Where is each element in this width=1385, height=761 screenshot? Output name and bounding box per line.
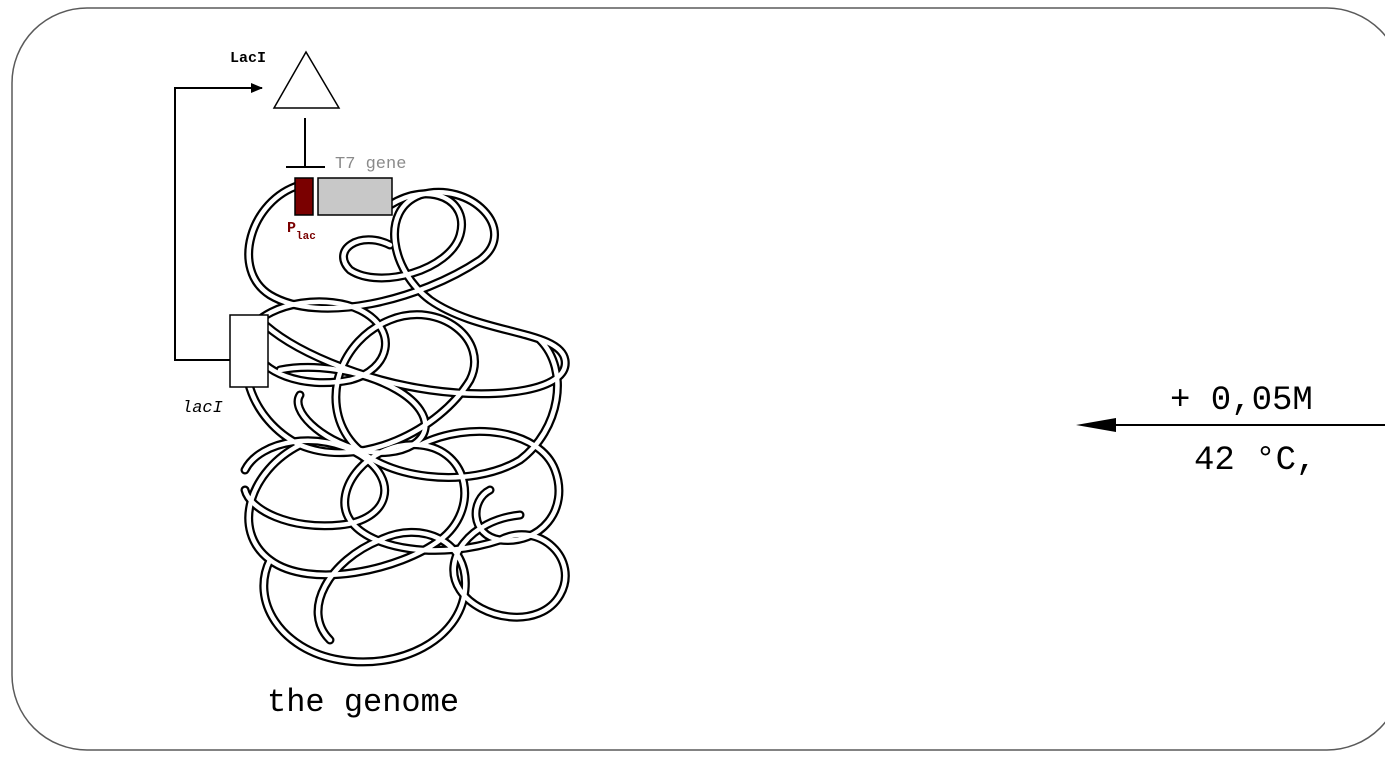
promoter-label: Plac [287,220,316,243]
reaction-arrowhead [1076,418,1116,432]
promoter-box [294,177,314,216]
expression-arrow [174,83,263,361]
genome-caption: the genome [267,684,459,721]
condition-top-label: + 0,05M [1170,382,1313,420]
laci-protein-label: LacI [230,50,266,67]
panel-frame [11,7,1385,751]
t7-gene-label: T7 gene [335,155,406,174]
laci-gene-label: lacI [182,399,223,418]
laci-gene-box [229,314,269,388]
laci-protein-triangle [272,50,341,109]
condition-bottom-label: 42 °C, [1194,442,1316,480]
genome-tangle [240,180,565,662]
t7-gene-box [317,177,393,216]
